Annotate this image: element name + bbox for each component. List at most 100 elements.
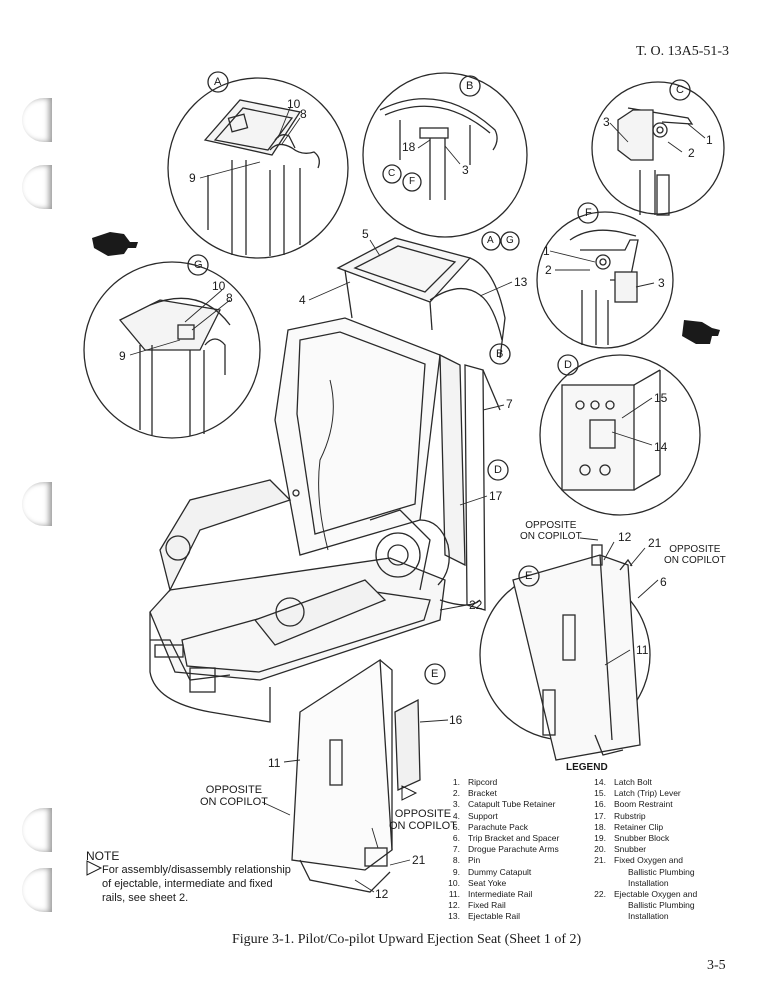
callout-2-f: 2	[545, 263, 552, 277]
opposite-label-e-right: OPPOSITE ON COPILOT	[664, 544, 726, 566]
legend-item: 2.Bracket	[438, 788, 588, 799]
legend-item-number: 21.	[594, 855, 606, 866]
legend-item-text: Ballistic Plumbing	[628, 866, 695, 877]
legend-item: Installation	[584, 911, 744, 922]
callout-21-main: 21	[412, 853, 426, 867]
legend-item-text: Snubber	[614, 844, 647, 855]
legend-item-number: 4.	[452, 810, 460, 821]
legend-item-number: 19.	[594, 833, 606, 844]
legend-item-number: 20.	[594, 844, 606, 855]
legend-item: 1.Ripcord	[438, 777, 588, 788]
legend-item-text: Ballistic Plumbing	[628, 900, 695, 911]
callout-14: 14	[654, 440, 668, 454]
legend-item-text: Pin	[468, 855, 481, 866]
callout-9-g: 9	[119, 349, 126, 363]
legend-item-number: 8.	[452, 855, 460, 866]
detail-label-d-main: D	[494, 464, 502, 476]
detail-label-e-main: E	[431, 668, 439, 680]
main-seat-drawing	[149, 237, 506, 893]
legend-item-number: 22.	[594, 889, 606, 900]
legend-item-text: Fixed Rail	[468, 900, 506, 911]
ref-circle-a	[481, 231, 501, 251]
legend-item: 7.Drogue Parachute Arms	[438, 844, 588, 855]
callout-3-c: 3	[603, 115, 610, 129]
legend-item-text: Ejectable Oxygen and	[614, 889, 698, 900]
legend-item-text: Installation	[628, 911, 669, 922]
legend-item: 17.Rubstrip	[584, 811, 744, 822]
legend-item-text: Fixed Oxygen and	[614, 855, 683, 866]
binder-hole	[22, 482, 52, 526]
legend-item-number: 18.	[594, 821, 606, 832]
binder-hole	[22, 808, 52, 852]
note-line: For assembly/disassembly relationship	[102, 864, 291, 876]
legend-item: Installation	[584, 878, 744, 889]
callout-22: 22	[469, 598, 483, 612]
document-number: T. O. 13A5-51-3	[636, 44, 730, 59]
callout-8-g: 8	[226, 291, 233, 305]
legend-item-text: Drogue Parachute Arms	[468, 844, 559, 855]
detail-g-drawing	[118, 297, 231, 436]
ref-label-f: F	[409, 176, 416, 187]
note-block: NOTE For assembly/disassembly relationsh…	[86, 849, 316, 905]
detail-circle-a	[167, 77, 349, 259]
legend-item-number: 1.	[452, 777, 460, 787]
callout-9: 9	[189, 171, 196, 185]
legend-item-number: 3.	[452, 799, 460, 810]
legend-item: 9.Dummy Catapult	[438, 867, 588, 878]
legend-item: 8. Pin	[438, 855, 588, 866]
legend-title: LEGEND	[566, 762, 608, 773]
ref-label-g: G	[506, 235, 514, 246]
callout-21-e: 21	[648, 536, 662, 550]
legend-item-number: 5.	[452, 821, 460, 832]
legend-item-number: 13.	[448, 911, 460, 922]
legend-item: 3.Catapult Tube Retainer	[438, 799, 588, 810]
detail-e-drawing	[512, 544, 641, 761]
callout-4: 4	[299, 293, 306, 307]
callout-6: 6	[660, 575, 667, 589]
callout-13: 13	[514, 275, 528, 289]
opposite-label-main-left: OPPOSITE ON COPILOT	[200, 784, 268, 808]
callout-15: 15	[654, 391, 668, 405]
detail-a-drawing	[203, 99, 320, 256]
callout-10-g: 10	[212, 279, 226, 293]
legend-item-number: 14.	[594, 777, 606, 787]
legend-item-text: Installation	[628, 877, 669, 888]
legend-item-number: 6.	[452, 833, 460, 844]
legend-item: Ballistic Plumbing	[584, 867, 744, 878]
legend-item-text: Bracket	[468, 788, 497, 799]
legend-item-number: 16.	[594, 799, 606, 810]
detail-label-d: D	[564, 359, 572, 371]
callout-11-main: 11	[268, 756, 281, 770]
callout-16: 16	[449, 713, 463, 727]
figure-caption: Figure 3-1. Pilot/Co-pilot Upward Ejecti…	[232, 932, 582, 947]
legend-item: 15.Latch (Trip) Lever	[584, 788, 744, 799]
detail-b-drawing	[379, 98, 498, 200]
legend-item-text: Trip Bracket and Spacer	[468, 833, 560, 844]
legend-item-number: 11.	[448, 889, 460, 900]
legend-item-number	[584, 911, 614, 922]
detail-f-drawing	[569, 229, 639, 345]
legend-item: 10.Seat Yoke	[438, 878, 588, 889]
legend-item: 13. Ejectable Rail	[438, 911, 588, 922]
leader-lines	[129, 107, 706, 893]
callout-3-f: 3	[658, 276, 665, 290]
pointing-hand-icon	[682, 320, 720, 344]
detail-label-f: F	[585, 207, 592, 219]
detail-circle-b	[362, 72, 528, 238]
legend-item-number: 17.	[594, 810, 606, 821]
callout-10: 10	[287, 97, 301, 111]
pointing-hand-icon	[92, 232, 138, 256]
legend-item-text: Ejectable Rail	[468, 911, 520, 922]
legend-item: Ballistic Plumbing	[584, 900, 744, 911]
legend-item: 5.Parachute Pack	[438, 822, 588, 833]
detail-c-drawing	[617, 107, 694, 216]
callout-17: 17	[489, 489, 503, 503]
legend-item-number	[584, 867, 614, 878]
ref-label-c: C	[388, 168, 396, 179]
callout-3-b: 3	[462, 163, 469, 177]
detail-label-b: B	[466, 80, 474, 92]
legend-item-number: 9.	[452, 866, 460, 877]
